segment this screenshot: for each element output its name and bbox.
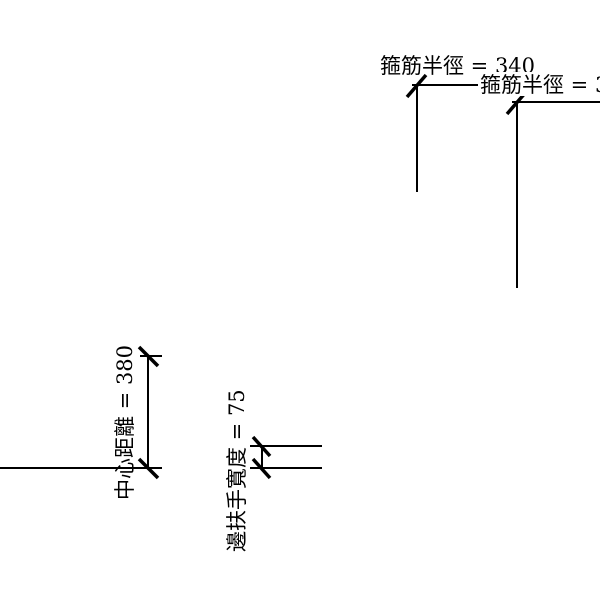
dimension-label: 箍筋半徑 = 340 [480, 73, 600, 97]
edge-handrail-width-dimension: 邊扶手寬度 = 75 [225, 389, 322, 552]
tick-mark [137, 457, 160, 480]
tick-mark [251, 457, 272, 480]
tick-mark [137, 345, 160, 368]
tick-mark [405, 73, 428, 99]
stirrup-radius-dimension-2: 箍筋半徑 = 340 [478, 72, 600, 288]
center-distance-dimension: 中心距離 = 380 [0, 345, 162, 500]
tick-mark [251, 435, 272, 458]
dimension-label: 中心距離 = 380 [113, 345, 137, 500]
dimension-label: 邊扶手寬度 = 75 [225, 389, 249, 552]
